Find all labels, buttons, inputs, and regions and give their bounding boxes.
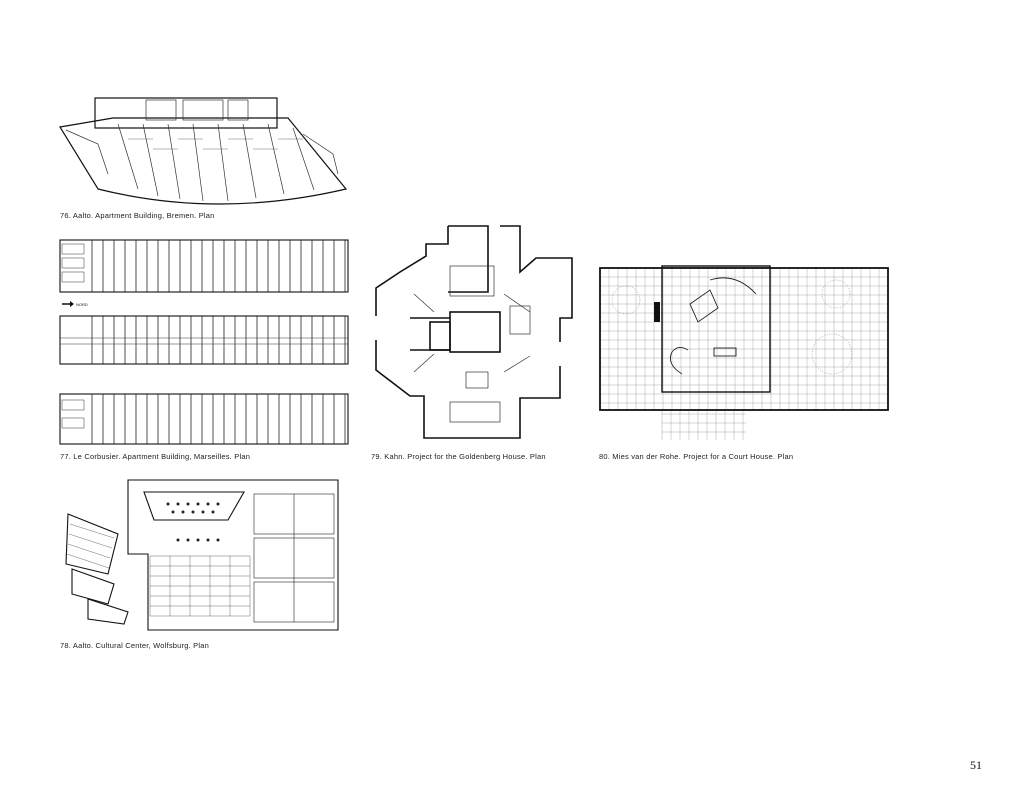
figure-79-drawing [375,225,573,439]
figure-79-caption: 79. Kahn. Project for the Goldenberg Hou… [371,452,546,461]
figure-78-drawing [65,479,339,631]
figure-76-plan [58,94,348,214]
north-label: NORD [76,302,88,307]
figure-80-drawing [599,265,889,440]
figure-76-caption: 76. Aalto. Apartment Building, Bremen. P… [60,211,215,220]
figure-77-caption: 77. Le Corbusier. Apartment Building, Ma… [60,452,251,461]
figure-79-plan [370,222,576,442]
figure-77-drawing: NORD [59,239,349,445]
figure-80-caption: 80. Mies van der Rohe. Project for a Cou… [599,452,794,461]
figure-77-plan: NORD [58,236,350,448]
figure-80-plan [596,264,890,444]
figure-78-caption: 78. Aalto. Cultural Center, Wolfsburg. P… [60,641,209,650]
figure-76-drawing [59,97,348,205]
figure-78-plan [58,474,342,632]
page-number: 51 [970,758,982,772]
